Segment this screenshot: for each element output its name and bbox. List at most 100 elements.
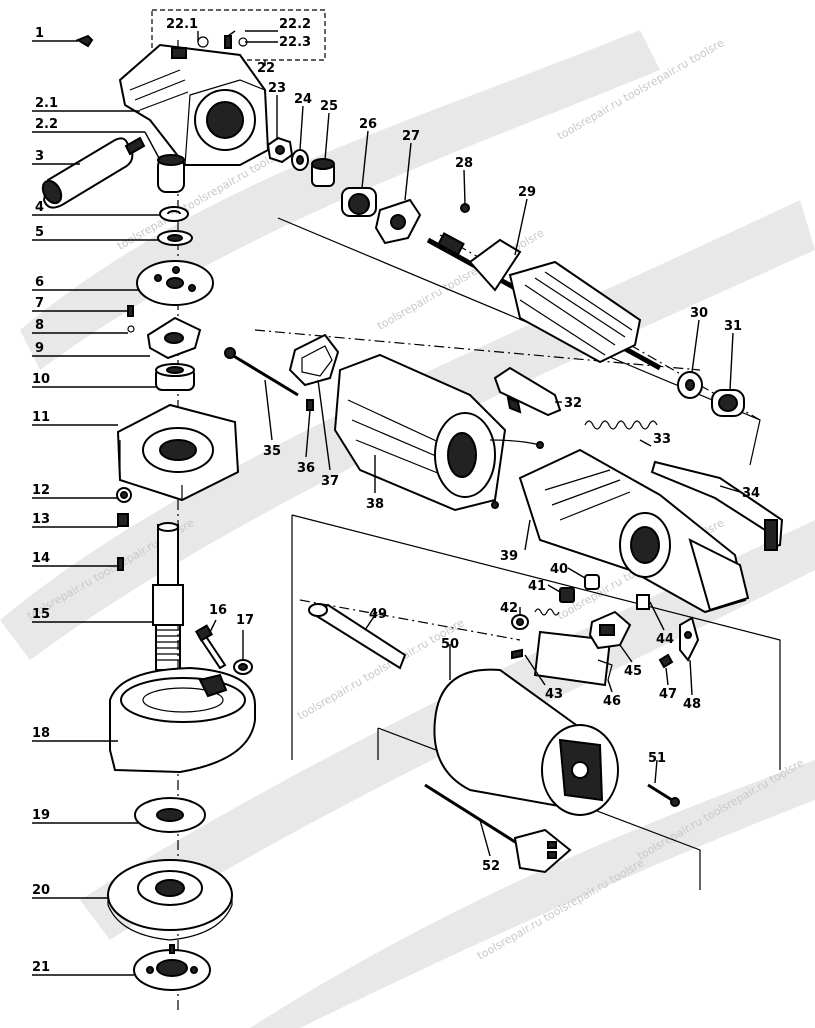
label-40: 40 xyxy=(550,562,568,577)
part-8-washer xyxy=(127,325,135,333)
part-2-2-bushing xyxy=(157,154,185,193)
part-41-spring xyxy=(534,608,560,616)
part-24-washer xyxy=(291,149,309,171)
label-15: 15 xyxy=(32,607,50,622)
label-46: 46 xyxy=(603,694,621,709)
label-45: 45 xyxy=(624,664,642,679)
label-43: 43 xyxy=(545,687,563,702)
part-27-bearing-plate xyxy=(374,198,422,245)
part-15-spindle xyxy=(152,522,184,671)
part-41-carbon-brush xyxy=(559,587,575,603)
label-1: 1 xyxy=(35,26,44,41)
part-21-clamp-nut xyxy=(133,944,211,991)
part-3-side-handle xyxy=(41,136,146,209)
label-17: 17 xyxy=(236,613,254,628)
label-49: 49 xyxy=(369,607,387,622)
part-39-motor-housing xyxy=(518,448,750,614)
part-19-washer xyxy=(134,797,206,833)
label-27: 27 xyxy=(402,129,420,144)
label-4: 4 xyxy=(35,200,44,215)
part-11-flange-housing xyxy=(116,403,240,502)
label-52: 52 xyxy=(482,859,500,874)
label-22: 22 xyxy=(257,61,275,76)
label-13: 13 xyxy=(32,512,50,527)
part-38-stator xyxy=(333,353,544,512)
label-23: 23 xyxy=(268,81,286,96)
part-52-power-cord xyxy=(424,783,572,874)
label-32: 32 xyxy=(564,396,582,411)
label-9: 9 xyxy=(35,341,44,356)
part-44-block xyxy=(636,594,650,610)
label-22-2: 22.2 xyxy=(279,17,311,32)
part-25-pinion xyxy=(311,158,335,187)
part-12-nut xyxy=(116,487,132,503)
label-16: 16 xyxy=(209,603,227,618)
label-6: 6 xyxy=(35,275,44,290)
part-5-washer xyxy=(157,230,193,246)
part-36-clip xyxy=(306,399,314,411)
part-20-grinding-disc xyxy=(107,859,233,941)
part-34-switch-rod xyxy=(650,460,784,551)
part-51-screw xyxy=(647,783,680,807)
part-29-armature xyxy=(426,232,662,371)
label-2-2: 2.2 xyxy=(35,117,58,132)
part-40-brush-holder xyxy=(584,574,600,590)
part-26-bearing xyxy=(341,187,377,217)
label-47: 47 xyxy=(659,687,677,702)
label-51: 51 xyxy=(648,751,666,766)
part-7-screw xyxy=(127,305,134,317)
part-33-spring xyxy=(584,420,658,430)
label-39: 39 xyxy=(500,549,518,564)
part-1-screw xyxy=(75,34,94,48)
label-20: 20 xyxy=(32,883,50,898)
label-44: 44 xyxy=(656,632,674,647)
label-33: 33 xyxy=(653,432,671,447)
label-41: 41 xyxy=(528,579,546,594)
part-10-bearing xyxy=(155,363,195,391)
part-48-cable-clamp xyxy=(679,616,700,662)
label-2-1: 2.1 xyxy=(35,96,58,111)
label-19: 19 xyxy=(32,808,50,823)
part-17-nut xyxy=(233,659,253,675)
label-3: 3 xyxy=(35,149,44,164)
part-43-cover-plate xyxy=(511,630,612,687)
label-30: 30 xyxy=(690,306,708,321)
part-35-rod xyxy=(224,347,299,397)
label-50: 50 xyxy=(441,637,459,652)
label-5: 5 xyxy=(35,225,44,240)
label-7: 7 xyxy=(35,296,44,311)
label-8: 8 xyxy=(35,318,44,333)
label-21: 21 xyxy=(32,960,50,975)
part-2-1-gear-housing xyxy=(118,43,270,166)
label-12: 12 xyxy=(32,483,50,498)
label-34: 34 xyxy=(742,486,760,501)
part-9-plate xyxy=(146,316,202,360)
part-13-screw xyxy=(117,513,129,527)
part-4-circlip xyxy=(159,206,190,222)
label-22-1: 22.1 xyxy=(166,17,198,32)
label-11: 11 xyxy=(32,410,50,425)
label-36: 36 xyxy=(297,461,315,476)
label-48: 48 xyxy=(683,697,701,712)
label-35: 35 xyxy=(263,444,281,459)
label-24: 24 xyxy=(294,92,312,107)
part-31-sleeve xyxy=(711,389,745,417)
label-38: 38 xyxy=(366,497,384,512)
label-26: 26 xyxy=(359,117,377,132)
part-18-wheel-guard xyxy=(109,666,256,774)
part-45-switch xyxy=(588,610,632,650)
part-14-key xyxy=(117,557,124,571)
part-49-cable-sleeve xyxy=(308,603,407,670)
part-23-nut xyxy=(266,136,294,164)
label-42: 42 xyxy=(500,601,518,616)
label-22-3: 22.3 xyxy=(279,35,311,50)
part-46-bracket xyxy=(597,659,613,681)
part-30-bearing xyxy=(677,371,703,399)
part-32-switch-lever xyxy=(493,366,562,417)
label-31: 31 xyxy=(724,319,742,334)
label-29: 29 xyxy=(518,185,536,200)
part-42-brush-cap xyxy=(511,614,529,630)
label-37: 37 xyxy=(321,474,339,489)
label-14: 14 xyxy=(32,551,50,566)
